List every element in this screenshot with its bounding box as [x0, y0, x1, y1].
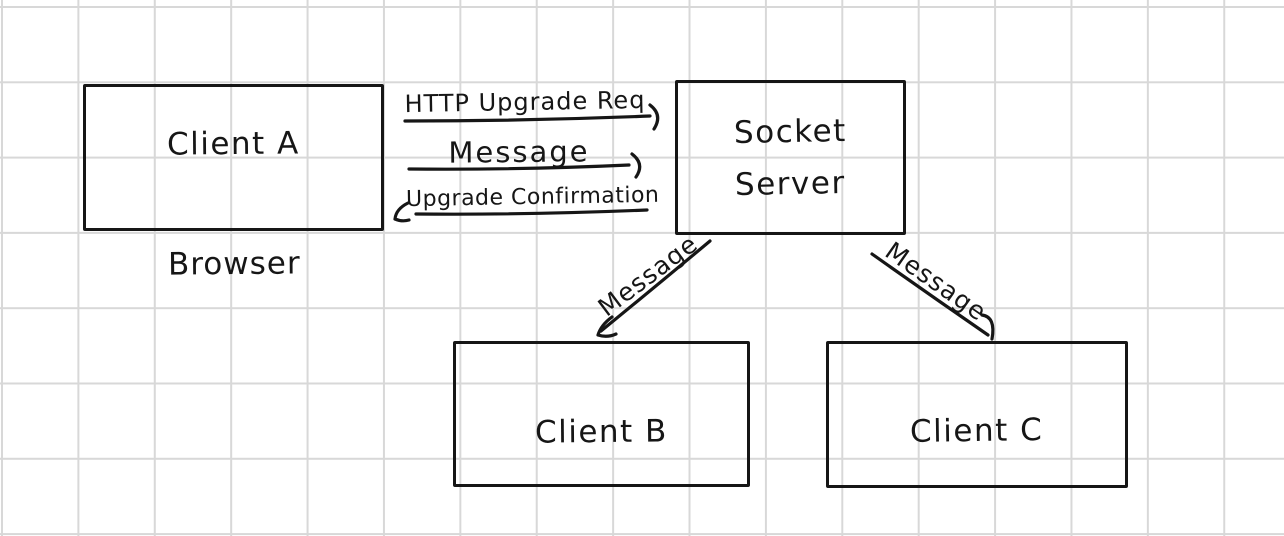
socket-server-label-line1: Socket	[733, 112, 848, 151]
message-upstream-arrow-line	[407, 163, 631, 171]
client-c-label: Client C	[910, 411, 1044, 450]
upgrade-confirmation-edge-label: Upgrade Confirmation	[405, 182, 660, 213]
http-upgrade-arrow-line	[403, 114, 652, 123]
message-upstream-arrowhead-icon	[630, 152, 642, 179]
browser-caption: Browser	[167, 245, 301, 283]
client-b-box: Client B	[453, 341, 750, 487]
message-upstream-edge-label: Message	[448, 134, 590, 170]
client-a-label: Client A	[166, 124, 301, 163]
http-upgrade-edge-label: HTTP Upgrade Req	[404, 85, 646, 119]
upgrade-confirmation-arrowhead-icon	[393, 201, 411, 223]
client-a-box: Client A	[83, 84, 384, 231]
message-to-c-arrowhead-icon	[980, 313, 995, 341]
message-to-c-arrow-line	[870, 252, 990, 337]
client-b-label: Client B	[534, 413, 669, 451]
http-upgrade-arrowhead-icon	[648, 103, 660, 131]
socket-server-label-line2: Server	[734, 164, 847, 203]
socket-server-box: Socket Server	[675, 80, 906, 235]
client-c-box: Client C	[826, 341, 1128, 488]
upgrade-confirmation-arrow-line	[414, 208, 649, 216]
message-to-b-arrowhead-icon	[596, 315, 618, 338]
message-to-b-arrow-line	[599, 239, 712, 333]
